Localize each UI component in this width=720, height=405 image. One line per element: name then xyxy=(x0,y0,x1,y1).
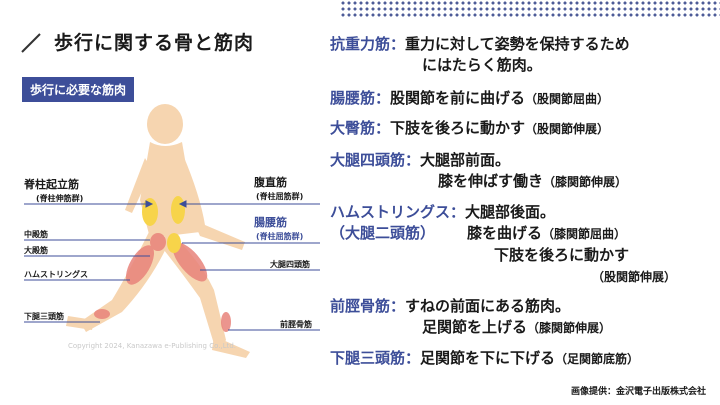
desc-tibialis: 前脛骨筋：すねの前面にある筋肉。 足関節を上げる（膝関節伸展） xyxy=(330,296,611,339)
label-tibialis: 前脛骨筋 xyxy=(280,320,312,329)
dot-pattern xyxy=(340,0,720,18)
hamstring-muscle xyxy=(126,245,154,285)
header-bar xyxy=(0,0,720,18)
term-triceps-surae: 下腿三頭筋： xyxy=(330,349,421,367)
copyright-text: Copyright 2024, Kanazawa e-Publishing Co… xyxy=(68,342,237,350)
walking-figure xyxy=(24,104,320,358)
erector-muscle xyxy=(142,198,158,226)
iliopsoas-muscle xyxy=(167,233,181,253)
desc-antigravity: 抗重力筋：重力に対して姿勢を保持するため にはたらく筋肉。 xyxy=(330,34,630,76)
desc-tibialis-line2: 足関節を上げる xyxy=(422,318,528,336)
term-antigravity: 抗重力筋： xyxy=(330,35,406,53)
label-erector: 脊柱起立筋 xyxy=(24,178,79,191)
desc-quadriceps-note: （膝関節伸展） xyxy=(543,175,628,189)
desc-iliopsoas: 腸腰筋：股関節を前に曲げる（股関節屈曲） xyxy=(330,88,609,110)
image-credit: 画像提供：金沢電子出版株式会社 xyxy=(570,387,706,397)
term-gluteus: 大臀筋： xyxy=(330,119,391,137)
term-tibialis: 前脛骨筋： xyxy=(330,297,406,315)
desc-quadriceps: 大腿四頭筋：大腿部前面。 膝を伸ばす働き（膝関節伸展） xyxy=(330,150,627,193)
desc-triceps-surae-text: 足関節を下に下げる xyxy=(420,349,556,367)
tibialis-muscle xyxy=(221,312,231,332)
desc-hamstrings-line3: 下肢を後ろに動かす xyxy=(494,246,630,264)
desc-quadriceps-line2: 膝を伸ばす働き xyxy=(438,172,544,190)
desc-antigravity-line2: にはたらく筋肉。 xyxy=(422,56,542,74)
term-quadriceps: 大腿四頭筋： xyxy=(330,151,421,169)
desc-iliopsoas-text: 股関節を前に曲げる xyxy=(390,89,526,107)
desc-gluteus-note: （股関節伸展） xyxy=(525,122,610,136)
desc-gluteus: 大臀筋：下肢を後ろに動かす（股関節伸展） xyxy=(330,118,609,140)
desc-hamstrings-note2: （膝関節屈曲） xyxy=(542,227,627,241)
figure-label: 歩行に必要な筋肉 xyxy=(22,77,135,102)
term-hamstrings: ハムストリングス： xyxy=(330,203,466,221)
desc-iliopsoas-note: （股関節屈曲） xyxy=(525,92,610,106)
desc-triceps-surae-note: （足関節底筋） xyxy=(555,352,640,366)
desc-hamstrings-note3: （股関節伸展） xyxy=(592,270,677,284)
desc-triceps-surae: 下腿三頭筋：足関節を下に下げる（足関節底筋） xyxy=(330,348,639,370)
label-iliopsoas-sub: (脊柱屈筋群) xyxy=(256,232,304,241)
label-gluteus-medius: 中殿筋 xyxy=(24,230,48,239)
label-rectus-abdominis: 腹直筋 xyxy=(254,176,287,189)
quad-muscle xyxy=(172,242,208,282)
desc-antigravity-line1: 重力に対して姿勢を保持するため xyxy=(405,35,630,53)
term-hamstrings-sub: （大腿二頭筋） xyxy=(330,224,436,242)
label-rectus-abdominis-sub: (脊柱屈筋群) xyxy=(256,192,304,201)
desc-hamstrings: ハムストリングス：大腿部後面。 （大腿二頭筋） 膝を曲げる（膝関節屈曲） 下肢を後… xyxy=(330,202,676,288)
desc-gluteus-text: 下肢を後ろに動かす xyxy=(390,119,526,137)
label-quadriceps: 大腿四頭筋 xyxy=(270,260,310,269)
abdominal-muscle xyxy=(171,196,185,224)
desc-hamstrings-line1: 大腿部後面。 xyxy=(465,203,556,221)
label-hamstrings: ハムストリングス xyxy=(24,270,88,279)
label-erector-sub: (脊柱伸筋群) xyxy=(36,194,84,203)
label-iliopsoas: 腸腰筋 xyxy=(254,216,287,229)
desc-tibialis-line1: すねの前面にある筋肉。 xyxy=(405,297,571,315)
slash-icon xyxy=(21,33,41,53)
label-gluteus-maximus: 大殿筋 xyxy=(24,246,48,255)
label-triceps-surae: 下腿三頭筋 xyxy=(24,312,64,321)
calf-muscle xyxy=(94,309,110,319)
term-iliopsoas: 腸腰筋： xyxy=(330,89,391,107)
desc-tibialis-note: （膝関節伸展） xyxy=(527,321,612,335)
page-title: 歩行に関する骨と筋肉 xyxy=(54,32,255,54)
desc-hamstrings-line2: 膝を曲げる xyxy=(467,224,543,242)
desc-quadriceps-line1: 大腿部前面。 xyxy=(420,151,511,169)
glute-muscle xyxy=(150,233,166,251)
